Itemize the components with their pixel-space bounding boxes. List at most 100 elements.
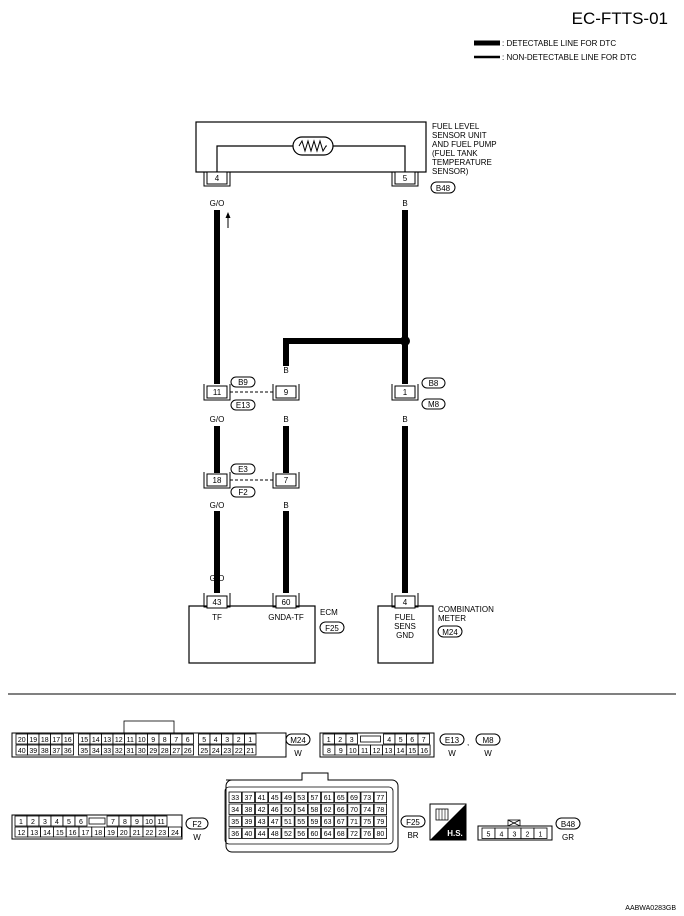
b48-pin-label: 1 — [539, 831, 543, 838]
e13-pin-label: 14 — [396, 748, 404, 755]
f25-pin-label: 42 — [258, 807, 266, 814]
m24-pin-label: 6 — [186, 737, 190, 744]
f25-pin-label: 39 — [245, 819, 253, 826]
terminal-9 — [275, 385, 297, 399]
m24-pin-label: 3 — [225, 737, 229, 744]
m24-pin-label: 32 — [115, 748, 123, 755]
m24-pin-label: 13 — [103, 737, 111, 744]
connector-e3-f2: 18 7 E3 F2 — [203, 463, 300, 498]
f2-pin-label: 3 — [43, 819, 47, 826]
m24-cavity — [244, 744, 257, 756]
f25-cavity — [294, 815, 308, 827]
m24-pin-label: 22 — [235, 748, 243, 755]
f25-pin-label: 67 — [337, 819, 345, 826]
sensor-connector-badge — [430, 181, 456, 194]
m24-latch — [123, 720, 175, 734]
m24-pin-label: 35 — [80, 748, 88, 755]
e13-key — [360, 735, 381, 743]
m24-pin-label: 21 — [246, 748, 254, 755]
m24-pin-label: 17 — [52, 737, 60, 744]
sensor-connector-id: B48 — [436, 184, 451, 193]
f2-pin-label: 18 — [94, 830, 102, 837]
b48-view-color: GR — [562, 833, 574, 842]
sensor-pin-4: 4 — [215, 174, 220, 183]
f25-pin-label: 61 — [324, 795, 332, 802]
sensor-name-line-5: TEMPERATURE — [432, 158, 492, 167]
m24-pin-label: 26 — [184, 748, 192, 755]
f2-pin-label: 1 — [19, 819, 23, 826]
e13-pin-label: 12 — [373, 748, 381, 755]
e13-pin-label: 13 — [385, 748, 393, 755]
wire-color-b-bottom: B — [283, 574, 288, 583]
f2-view-color: W — [193, 833, 201, 842]
f2-pin-label: 11 — [157, 819, 164, 826]
terminal-7 — [275, 473, 297, 487]
f2-pin-label: 4 — [55, 819, 59, 826]
wire-color-b-mid-right: B — [402, 415, 407, 424]
m24-pin-label: 5 — [202, 737, 206, 744]
f25-cavity — [373, 827, 388, 839]
m24-pin-label: 30 — [138, 748, 146, 755]
m24-cavity — [61, 744, 74, 756]
wire-color-go-bottom: G/O — [210, 574, 225, 583]
f2-pin-label: 5 — [67, 819, 71, 826]
m24-pin-label: 1 — [248, 737, 252, 744]
f25-cavity — [228, 827, 242, 839]
f25-pin-label: 41 — [258, 795, 266, 802]
f2-housing — [11, 814, 183, 840]
m24-pin-label: 20 — [18, 737, 26, 744]
m24-pin-label: 12 — [115, 737, 123, 744]
b48-view-id: B48 — [561, 820, 576, 829]
m8-view-color: W — [484, 749, 492, 758]
f25-pin-label: 55 — [297, 819, 305, 826]
connector-b9-id: B9 — [238, 378, 248, 387]
f25-cavity — [241, 803, 255, 815]
m24-pin-label: 33 — [103, 748, 111, 755]
m24-cavity — [244, 733, 257, 745]
m24-pin-label: 19 — [29, 737, 37, 744]
m24-pin-label: 18 — [41, 737, 49, 744]
connector-f2-badge — [230, 486, 256, 498]
connector-m8-badge — [421, 398, 446, 410]
meter-connector-id: M24 — [442, 628, 458, 637]
f25-pin-label: 47 — [271, 819, 279, 826]
f25-cavity — [281, 827, 295, 839]
e13-pin-label: 1 — [327, 737, 331, 744]
f2-pin-label: 16 — [69, 830, 77, 837]
f25-pin-label: 54 — [297, 807, 305, 814]
f25-cavity — [281, 815, 295, 827]
f25-pin-label: 71 — [350, 819, 358, 826]
view-separator-comma: , — [467, 738, 469, 747]
meter-connector-badge — [437, 625, 463, 638]
m24-pin-label: 16 — [64, 737, 72, 744]
f2-pin-label: 20 — [120, 830, 128, 837]
wire-color-b-mid: B — [283, 415, 288, 424]
current-direction-arrow — [225, 212, 231, 228]
wire-color-go-mid: G/O — [210, 415, 225, 424]
legend-non-detectable: : NON-DETECTABLE LINE FOR DTC — [502, 53, 637, 62]
terminal-18 — [206, 473, 228, 487]
e13-pin-label: 11 — [361, 748, 368, 755]
f25-pin-label: 75 — [363, 819, 371, 826]
f2-pin-label: 24 — [171, 830, 179, 837]
f25-pin-label: 62 — [324, 807, 332, 814]
sensor-internal-wire-left — [216, 145, 293, 172]
meter-label-line-3: GND — [396, 631, 414, 640]
ecm-label-gnda-tf: GNDA-TF — [268, 613, 304, 622]
sensor-name-line-2: SENSOR UNIT — [432, 131, 487, 140]
e13-pin-label: 8 — [327, 748, 331, 755]
m24-cavity — [61, 733, 74, 745]
m24-pin-label: 11 — [127, 737, 134, 744]
m24-pin-label: 23 — [223, 748, 231, 755]
m24-pin-label: 39 — [29, 748, 37, 755]
sensor-terminal-4 — [206, 171, 228, 185]
f25-pin-label: 50 — [284, 807, 292, 814]
f25-pin-label: 72 — [350, 831, 358, 838]
f25-cavity — [268, 827, 282, 839]
m24-view-color: W — [294, 749, 302, 758]
f25-cavity — [334, 827, 348, 839]
b48-cavity — [533, 827, 548, 839]
f2-pin-label: 2 — [31, 819, 35, 826]
f25-pin-label: 70 — [350, 807, 358, 814]
